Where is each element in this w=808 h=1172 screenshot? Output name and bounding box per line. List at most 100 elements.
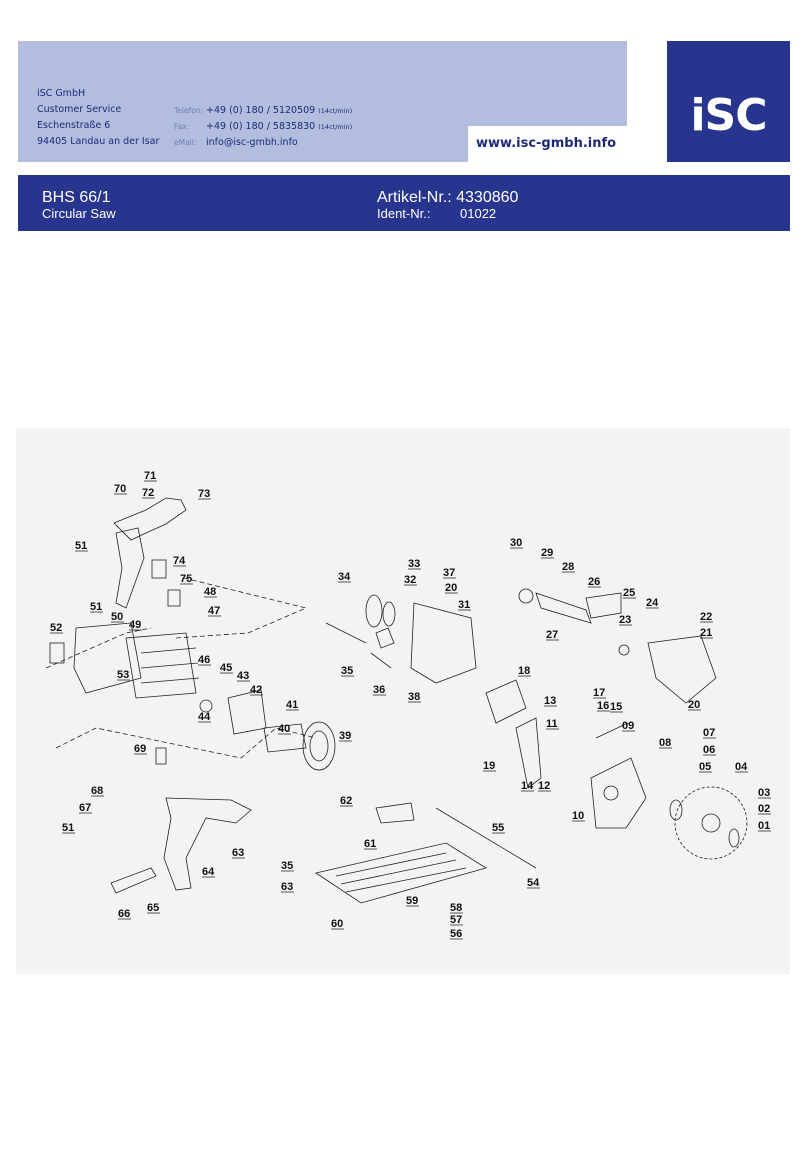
part-number-label: 51	[62, 822, 74, 834]
switch-block-part	[167, 589, 181, 607]
gear-part	[365, 594, 383, 628]
part-number-label: 23	[619, 614, 631, 626]
ident-number: 01022	[460, 206, 497, 221]
part-number-label: 69	[134, 743, 146, 755]
part-number-label: 68	[91, 785, 103, 797]
brush-cap-part	[49, 642, 65, 664]
article-label: Artikel-Nr.:	[377, 189, 452, 206]
lever-part	[585, 592, 622, 619]
part-number-label: 60	[331, 918, 343, 930]
part-number-label: 13	[544, 695, 556, 707]
part-number-label: 47	[208, 605, 220, 617]
company-city: 94405 Landau an der Isar	[37, 136, 160, 147]
wrench-part	[110, 867, 157, 894]
product-bar: BHS 66/1 Circular Saw Artikel-Nr.: 43308…	[18, 175, 790, 231]
part-number-label: 27	[546, 629, 558, 641]
fax-number: +49 (0) 180 / 5835830	[206, 121, 316, 132]
outer-flange-part	[728, 828, 740, 848]
part-number-label: 75	[180, 573, 192, 585]
part-number-label: 08	[659, 737, 671, 749]
part-number-label: 37	[443, 567, 455, 579]
fax-label: Fax:	[174, 122, 190, 131]
part-number-label: 55	[492, 822, 504, 834]
part-number-label: 33	[408, 558, 420, 570]
part-number-label: 70	[114, 483, 126, 495]
cable-clip-part	[155, 747, 167, 765]
armature-part	[263, 723, 307, 753]
isc-logo: iSC	[667, 41, 790, 162]
auxiliary-handle-part	[163, 797, 252, 891]
gear-ring-part	[382, 601, 396, 627]
handle-grip-part	[115, 527, 145, 609]
part-number-label: 62	[340, 795, 352, 807]
part-number-label: 51	[90, 601, 102, 613]
part-number-label: 39	[339, 730, 351, 742]
part-number-label: 73	[198, 488, 210, 500]
fan-disc-inner	[309, 730, 329, 762]
part-number-label: 12	[538, 780, 550, 792]
part-number-label: 56	[450, 928, 462, 940]
phone-label: Telefon:	[174, 106, 204, 115]
part-number-label: 20	[688, 699, 700, 711]
part-number-label: 18	[518, 665, 530, 677]
part-number-label: 17	[593, 687, 605, 699]
ident-label: Ident-Nr.:	[377, 206, 431, 221]
part-number-label: 21	[700, 627, 712, 639]
company-street: Eschenstraße 6	[37, 120, 111, 131]
pinion-part	[518, 588, 534, 604]
part-number-label: 48	[204, 586, 216, 598]
contact-labels: Telefon: Fax: eMail:	[174, 103, 203, 151]
logo-text: iSC	[690, 90, 767, 141]
part-number-label: 34	[338, 571, 351, 583]
part-number-label: 36	[373, 684, 385, 696]
part-number-label: 30	[510, 537, 522, 549]
part-number-label: 11	[546, 718, 558, 730]
part-number-label: 61	[364, 838, 376, 850]
guide-line	[175, 577, 308, 639]
part-number-label: 32	[404, 574, 416, 586]
article-number: Artikel-Nr.: 4330860	[377, 189, 518, 207]
part-number-label: 04	[735, 761, 748, 773]
email-address[interactable]: info@isc-gmbh.info	[206, 137, 298, 148]
part-number-label: 59	[406, 895, 418, 907]
part-number-label: 05	[699, 761, 711, 773]
part-number-label: 65	[147, 902, 159, 914]
part-number-label: 35	[341, 665, 353, 677]
company-name: iSC GmbH	[37, 88, 86, 99]
part-number-label: 25	[623, 587, 635, 599]
part-number-label: 54	[527, 877, 540, 889]
part-number-label: 63	[232, 847, 244, 859]
riving-knife-part	[647, 635, 717, 704]
part-number-label: 15	[610, 701, 622, 713]
part-number-label: 49	[129, 619, 141, 631]
washer-part	[618, 644, 630, 656]
part-number-label: 46	[198, 654, 210, 666]
guard-hub-part	[603, 785, 619, 801]
part-number-label: 45	[220, 662, 232, 674]
field-coil-part	[227, 689, 267, 735]
bracket-part	[375, 627, 395, 649]
upper-guard-part	[410, 602, 477, 684]
bearing-housing-part	[485, 679, 527, 724]
part-number-label: 67	[79, 802, 91, 814]
part-number-label: 58	[450, 902, 462, 914]
part-number-label: 38	[408, 691, 420, 703]
part-number-label: 02	[758, 803, 770, 815]
spring-part	[595, 722, 629, 739]
base-plate-part	[315, 842, 487, 904]
base-plate-grooves	[335, 852, 467, 893]
website-link[interactable]: www.isc-gmbh.info	[476, 136, 617, 151]
housing-ribs	[140, 647, 200, 684]
product-type: Circular Saw	[42, 206, 116, 221]
part-number-label: 09	[622, 720, 634, 732]
part-number-label: 72	[142, 487, 154, 499]
part-number-label: 31	[458, 599, 470, 611]
part-number-label: 03	[758, 787, 770, 799]
part-number-label: 10	[572, 810, 584, 822]
part-number-label: 52	[50, 622, 62, 634]
phone-number: +49 (0) 180 / 5120509	[206, 105, 316, 116]
part-number-label: 50	[111, 611, 123, 623]
part-number-label: 74	[173, 555, 186, 567]
